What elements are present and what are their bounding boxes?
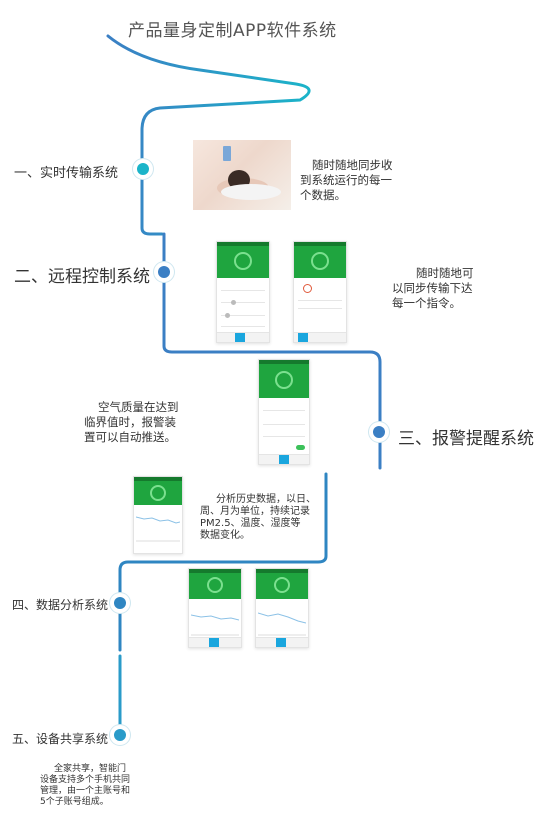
section-3-label: 三、报警提醒系统 [398, 429, 534, 449]
person-phone-image [217, 146, 281, 200]
desc-line: 随时随地同步收 [312, 158, 393, 172]
desc-line: PM2.5、温度、湿度等 [200, 518, 301, 529]
desc-line: 5个子账号组成。 [40, 797, 109, 807]
section-1-description: 随时随地同步收 到系统运行的每一 个数据。 [300, 158, 398, 203]
section-4-marker [110, 593, 130, 613]
desc-line: 管理，由一个主账号和 [40, 786, 131, 796]
desc-line: 到系统运行的每一 [300, 173, 392, 187]
desc-line: 周、月为单位，持续记录 [200, 506, 310, 517]
desc-line: 分析历史数据，以日、 [216, 494, 316, 505]
phone-screenshot-alarm [258, 359, 310, 465]
desc-line: 临界值时，报警装 [84, 415, 176, 429]
daily-bar-graph [191, 614, 239, 636]
phone-screenshot-control-1 [216, 241, 270, 343]
desc-line: 个数据。 [300, 188, 346, 202]
history-line-graph [136, 516, 180, 542]
desc-line: 随时随地可 [416, 266, 474, 280]
section-5-marker [110, 725, 130, 745]
page-title: 产品量身定制APP软件系统 [128, 21, 337, 41]
section-2-marker [154, 262, 174, 282]
desc-line: 置可以自动推送。 [84, 430, 176, 444]
section-1-marker [133, 159, 153, 179]
desc-line: 数据变化。 [200, 530, 250, 541]
phone-user-photo [193, 140, 291, 210]
phone-screenshot-analysis-3 [255, 568, 309, 648]
phone-screenshot-analysis-2 [188, 568, 242, 648]
desc-line: 以同步传输下达 [392, 281, 473, 295]
section-4-description: 分析历史数据，以日、 周、月为单位，持续记录 PM2.5、温度、湿度等 数据变化… [200, 494, 316, 542]
section-1-label: 一、实时传输系统 [14, 166, 119, 181]
desc-line: 设备支持多个手机共同 [40, 775, 131, 785]
weekly-line-graph [258, 612, 306, 636]
section-5-description: 全家共享，智能门 设备支持多个手机共同 管理，由一个主账号和 5个子账号组成。 [40, 764, 150, 808]
desc-line: 全家共享，智能门 [54, 764, 127, 774]
section-4-label: 四、数据分析系统 [12, 598, 109, 612]
section-5-label: 五、设备共享系统 [12, 732, 109, 746]
desc-line: 每一个指令。 [392, 296, 461, 310]
section-3-description: 空气质量在达到 临界值时，报警装 置可以自动推送。 [84, 400, 204, 445]
section-3-marker [369, 422, 389, 442]
phone-screenshot-control-2 [293, 241, 347, 343]
section-2-label: 二、远程控制系统 [14, 267, 150, 287]
section-2-description: 随时随地可 以同步传输下达 每一个指令。 [392, 266, 492, 311]
desc-line: 空气质量在达到 [98, 400, 179, 414]
phone-screenshot-analysis-1 [133, 476, 183, 554]
